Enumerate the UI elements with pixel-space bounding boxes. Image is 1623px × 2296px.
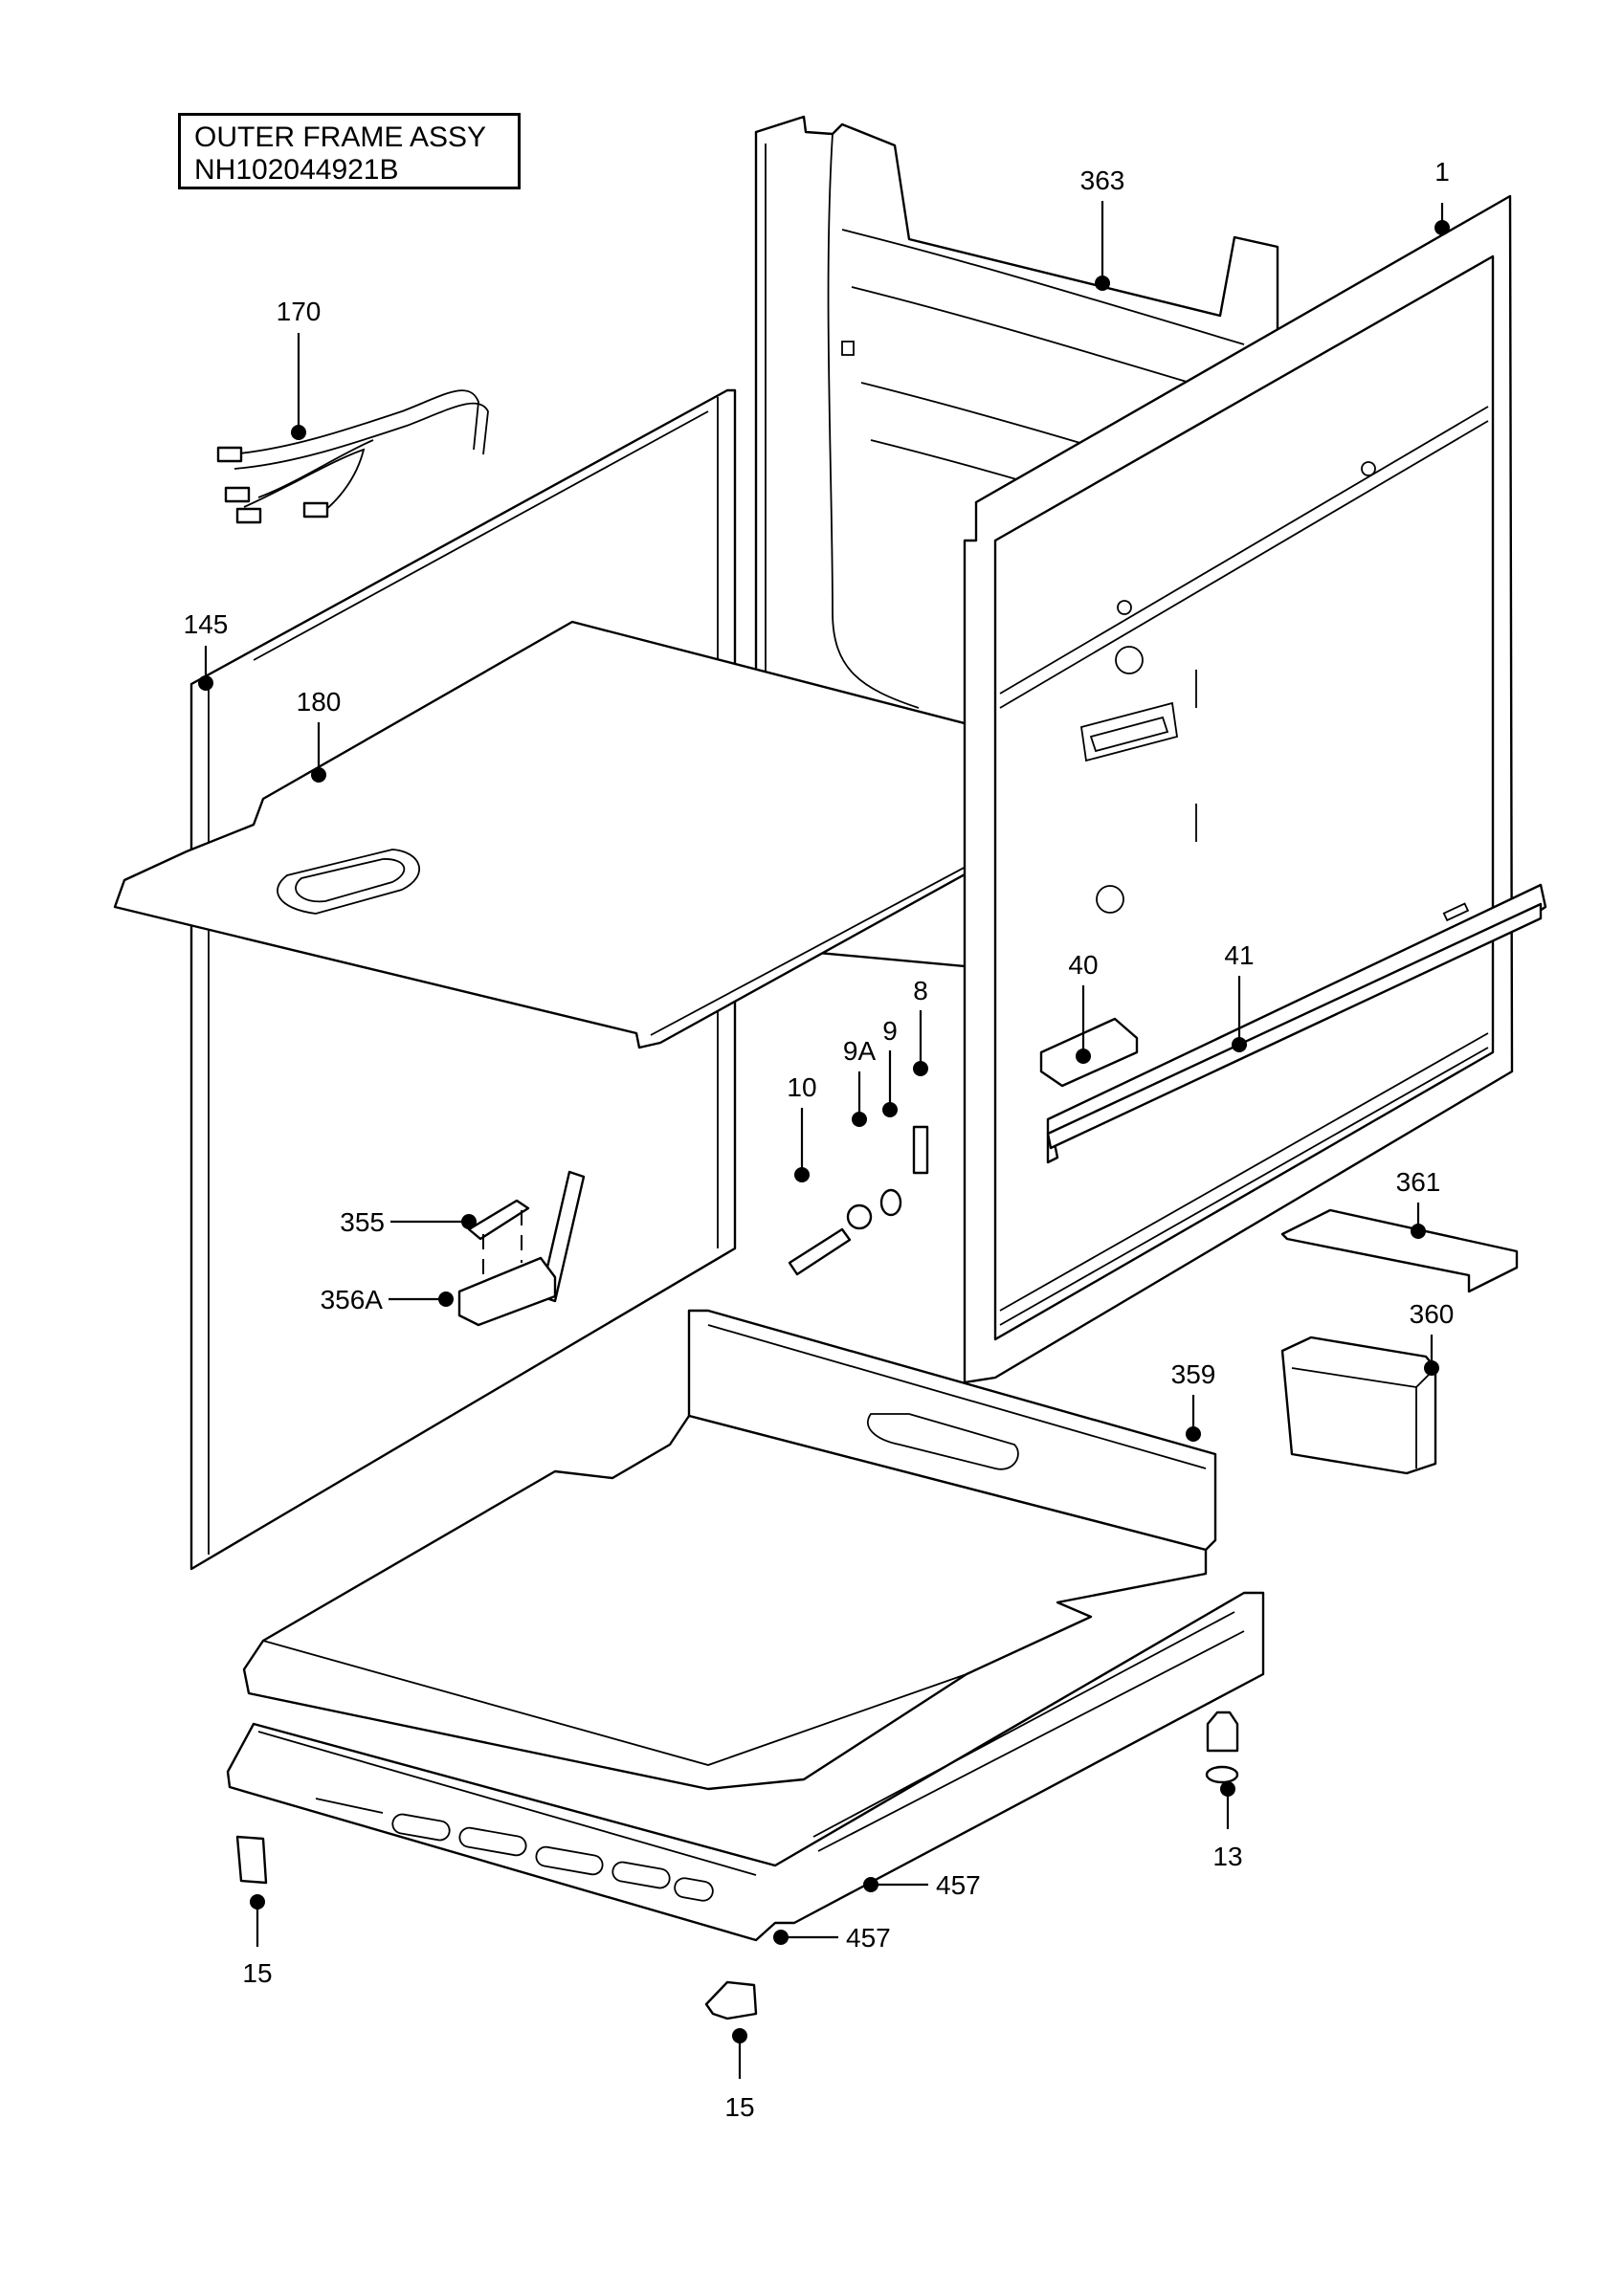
foot — [1205, 1711, 1239, 1784]
wire-harness — [216, 389, 489, 524]
svg-text:355: 355 — [340, 1207, 385, 1237]
svg-text:8: 8 — [913, 976, 928, 1005]
callout-363: 363 — [1080, 166, 1125, 291]
title-box: OUTER FRAME ASSY NH102044921B — [178, 113, 521, 189]
callout-355: 355 — [340, 1207, 477, 1237]
callout-8: 8 — [913, 976, 928, 1076]
clip-left — [235, 1835, 268, 1885]
callout-145: 145 — [184, 609, 229, 691]
base-panel — [242, 1414, 1208, 1791]
side-rail — [1046, 883, 1547, 1164]
svg-text:180: 180 — [297, 687, 342, 717]
hinge-assembly — [457, 1170, 586, 1327]
clip-bottom — [704, 1980, 758, 2020]
title-line-2: NH102044921B — [194, 154, 399, 186]
svg-text:145: 145 — [184, 609, 229, 639]
svg-text:9A: 9A — [843, 1036, 877, 1066]
bracket-361 — [1280, 1208, 1519, 1293]
callout-41: 41 — [1224, 940, 1255, 1052]
svg-text:13: 13 — [1212, 1842, 1242, 1871]
terminal-box — [1280, 1336, 1437, 1475]
callout-15-bottom: 15 — [724, 2028, 755, 2122]
svg-text:170: 170 — [277, 297, 322, 326]
svg-text:359: 359 — [1171, 1359, 1216, 1389]
callout-10: 10 — [787, 1072, 817, 1182]
svg-text:360: 360 — [1410, 1299, 1455, 1329]
small-fittings — [788, 1125, 929, 1276]
svg-text:363: 363 — [1080, 166, 1125, 195]
callout-180: 180 — [297, 687, 342, 783]
callout-40: 40 — [1068, 950, 1099, 1064]
svg-text:9: 9 — [882, 1016, 898, 1046]
callout-15-left: 15 — [242, 1894, 273, 1988]
svg-text:15: 15 — [242, 1958, 272, 1988]
front-frame — [963, 194, 1514, 1384]
callout-9: 9 — [882, 1016, 898, 1117]
callout-labels: 1 363 170 145 180 8 — [184, 157, 1455, 2122]
svg-text:356A: 356A — [321, 1285, 384, 1314]
title-line-1: OUTER FRAME ASSY — [194, 121, 487, 153]
svg-text:361: 361 — [1396, 1167, 1441, 1197]
callout-170: 170 — [277, 297, 322, 440]
svg-text:457: 457 — [846, 1923, 891, 1953]
svg-text:15: 15 — [724, 2092, 754, 2122]
callout-457-upper: 457 — [863, 1870, 981, 1900]
callout-356a: 356A — [321, 1285, 454, 1314]
callout-359: 359 — [1171, 1359, 1216, 1442]
svg-text:10: 10 — [787, 1072, 816, 1102]
svg-text:40: 40 — [1068, 950, 1098, 980]
callout-361: 361 — [1396, 1167, 1441, 1239]
callout-9a: 9A — [843, 1036, 877, 1127]
callout-1: 1 — [1434, 157, 1450, 235]
svg-text:457: 457 — [936, 1870, 981, 1900]
svg-text:1: 1 — [1434, 157, 1450, 187]
svg-text:41: 41 — [1224, 940, 1254, 970]
front-base-rail — [226, 1591, 1265, 1942]
callout-457-lower: 457 — [773, 1923, 891, 1953]
callout-13: 13 — [1212, 1781, 1243, 1871]
callout-360: 360 — [1410, 1299, 1455, 1376]
